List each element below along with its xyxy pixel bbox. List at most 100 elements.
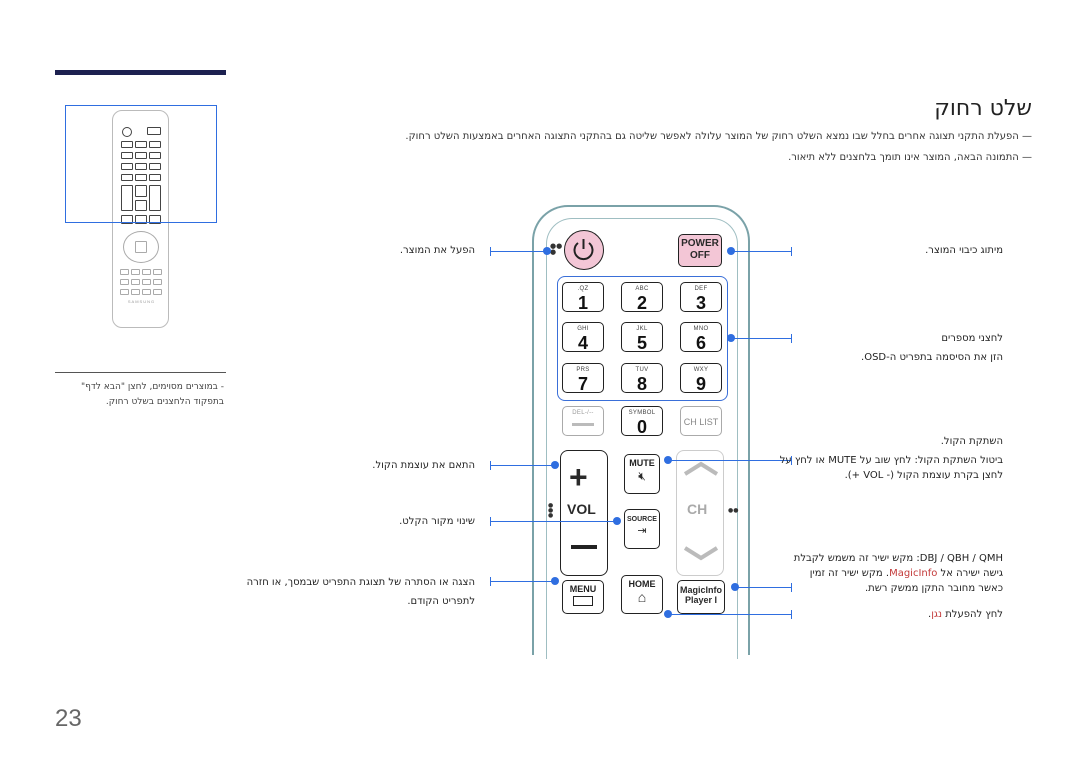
callout-line	[731, 251, 791, 252]
power-off-label-bottom: OFF	[690, 250, 710, 261]
thumb-key	[120, 269, 129, 275]
channel-rocker[interactable]: CH	[676, 450, 724, 576]
side-note: - במוצרים מסוימים, לחצן "הבא לדף" בתפקוד…	[80, 382, 224, 407]
thumb-vol-key	[121, 185, 133, 211]
label-menu-2: לתפריט הקודם.	[407, 596, 475, 607]
volume-rocker[interactable]: + VOL	[560, 450, 608, 576]
key-sub-label: ABC	[635, 286, 649, 292]
callout-tick	[791, 610, 792, 619]
home-label: HOME	[628, 579, 656, 589]
mute-button[interactable]: MUTE 🔇︎	[624, 454, 660, 494]
label-source: שינוי מקור הקלט.	[399, 516, 475, 527]
key-number: 7	[577, 374, 588, 394]
home-icon: ⌂	[637, 589, 647, 605]
note-1: — הפעלת התקני תצוגה אחרים בחלל שבו נמצא …	[405, 131, 1032, 142]
magicinfo-player-button[interactable]: MagicInfo Player I	[677, 580, 725, 614]
side-rule	[55, 372, 226, 373]
callout-line	[668, 614, 791, 615]
label-numbers-2: הזן את הסיסמה בתפריט ה-OSD.	[861, 352, 1003, 363]
thumb-key	[120, 279, 129, 285]
ch-dots: ●●	[728, 507, 739, 514]
key-number: 2	[636, 293, 647, 313]
thumb-key	[121, 152, 133, 159]
del-button[interactable]: DEL-/--	[562, 406, 604, 436]
thumb-key	[121, 215, 133, 224]
magicinfo-link[interactable]: MagicInfo	[889, 568, 938, 579]
thumb-key	[121, 174, 133, 181]
key-number: 8	[636, 374, 647, 394]
label-text: .	[928, 609, 932, 620]
ir-dots: ●●●	[550, 242, 563, 256]
key-sub-label: JKL	[636, 326, 648, 332]
ch-list-button[interactable]: CH LIST	[680, 406, 722, 436]
ch-label: CH	[687, 501, 708, 517]
key-number: 5	[636, 333, 647, 353]
thumb-key	[147, 127, 161, 135]
callout-tick	[791, 583, 792, 592]
source-button[interactable]: SOURCE ⇥	[624, 509, 660, 549]
callout-tick	[791, 456, 792, 465]
page-title: שלט רחוק	[934, 96, 1032, 121]
thumb-key	[153, 289, 162, 295]
channel-up-icon	[683, 461, 719, 476]
callout-dot	[543, 247, 551, 255]
magicinfo-label: MagicInfo	[680, 585, 722, 595]
zoom-frame	[65, 105, 217, 223]
page-number: 23	[55, 705, 82, 732]
channel-down-icon	[683, 546, 719, 561]
thumb-key	[142, 269, 151, 275]
thumb-key	[149, 152, 161, 159]
callout-line	[490, 581, 554, 582]
callout-line	[490, 521, 616, 522]
menu-button[interactable]: MENU	[562, 580, 604, 614]
thumb-dpad	[123, 231, 159, 263]
key-sub-label: WXY	[693, 367, 709, 373]
callout-tick	[791, 247, 792, 256]
power-off-label-top: POWER	[681, 238, 719, 249]
thumb-key	[120, 289, 129, 295]
key-number: 0	[636, 417, 647, 437]
label-mute-2: ביטול השתקת הקול: לחץ שוב על MUTE או לחץ…	[779, 455, 1003, 466]
power-icon	[573, 239, 594, 261]
label-power-off: מיתוג כיבוי המוצר.	[925, 245, 1003, 256]
thumb-key	[135, 185, 147, 197]
header-rule	[55, 70, 226, 75]
thumb-key	[142, 289, 151, 295]
thumb-key	[135, 174, 147, 181]
thumb-key	[135, 163, 147, 170]
thumb-ch-key	[149, 185, 161, 211]
power-off-button[interactable]: POWER OFF	[678, 234, 722, 267]
label-text: לחץ להפעלת	[942, 609, 1003, 620]
player-link[interactable]: נגן	[931, 609, 943, 620]
speaker-muted-icon: 🔇︎	[638, 469, 646, 483]
label-volume: התאם את עוצמת הקול.	[372, 460, 475, 471]
power-button[interactable]	[564, 230, 604, 270]
del-label: DEL-/--	[572, 410, 594, 416]
callout-line	[490, 465, 554, 466]
label-text: גישה ישירה אל	[937, 568, 1003, 579]
key-number: 3	[695, 293, 706, 313]
label-magicinfo-1: DBJ / QBH / QMH: מקש ישיר זה משמש לקבלת	[793, 553, 1003, 564]
callout-dot	[613, 517, 621, 525]
callout-dot	[551, 577, 559, 585]
home-button[interactable]: HOME ⌂	[621, 575, 663, 614]
label-mute-1: השתקת הקול.	[940, 436, 1003, 447]
mute-label: MUTE	[629, 458, 655, 468]
thumb-key	[153, 269, 162, 275]
note-2: — התמונה הבאה, המוצר אינו תומך בלחצנים ל…	[788, 152, 1032, 163]
menu-label: MENU	[569, 584, 597, 594]
key-sub-label: TUV	[635, 367, 649, 373]
callout-line	[735, 587, 791, 588]
thumb-key	[135, 241, 147, 253]
callout-line	[731, 338, 791, 339]
